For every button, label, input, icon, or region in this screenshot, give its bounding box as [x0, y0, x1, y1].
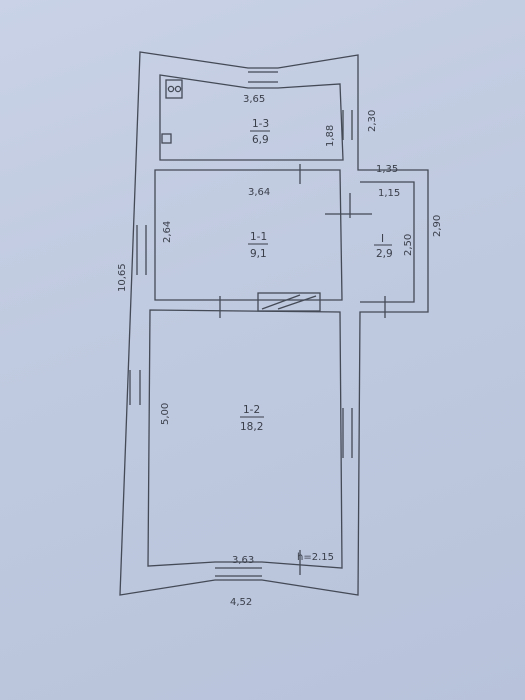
room-1-1-width: 3,64 [248, 187, 270, 198]
room-1-1-height: 2,64 [162, 221, 173, 243]
room-1-3-width: 3,65 [243, 94, 265, 105]
room-i-height: 2,50 [403, 234, 414, 256]
room-1-1-area: 9,1 [250, 248, 267, 260]
room-1-1-number: 1-1 [250, 231, 267, 243]
room-1-1-label: 1-1 9,1 [248, 231, 268, 260]
total-length: 10,65 [117, 263, 128, 292]
room-1-2-height: 5,00 [160, 403, 171, 425]
room-1-1-outline [154, 169, 343, 301]
room-1-2-width: 3,63 [232, 555, 254, 566]
room-i-width: 1,15 [378, 188, 400, 199]
top-right-height: 2,30 [367, 110, 378, 132]
annex-outer-height: 2,90 [432, 215, 443, 237]
room-1-2-number: 1-2 [243, 404, 260, 416]
room-i-outline [360, 181, 415, 303]
room-1-3-area: 6,9 [252, 134, 269, 146]
room-1-2-outline [147, 309, 343, 569]
room-1-3-height: 1,88 [325, 125, 336, 147]
room-1-3-outline [159, 74, 344, 161]
room-1-3-label: 1-3 6,9 [250, 118, 270, 146]
room-1-2-area: 18,2 [240, 421, 263, 433]
door-marks [219, 164, 386, 575]
room-i-number: I [381, 233, 384, 245]
room-i-label: I 2,9 [374, 233, 393, 260]
annex-outer-width: 1,35 [376, 164, 398, 175]
room-1-2-label: 1-2 18,2 [240, 404, 264, 433]
room-i-area: 2,9 [376, 248, 393, 260]
stove-icon [165, 79, 183, 99]
stairs-icon [257, 292, 321, 312]
windows [129, 71, 353, 577]
room-1-3-number: 1-3 [252, 118, 269, 130]
small-fixture-icon [161, 133, 172, 144]
total-width: 4,52 [230, 597, 252, 608]
outer-wall [119, 51, 429, 596]
ceiling-height: h=2.15 [297, 552, 334, 563]
